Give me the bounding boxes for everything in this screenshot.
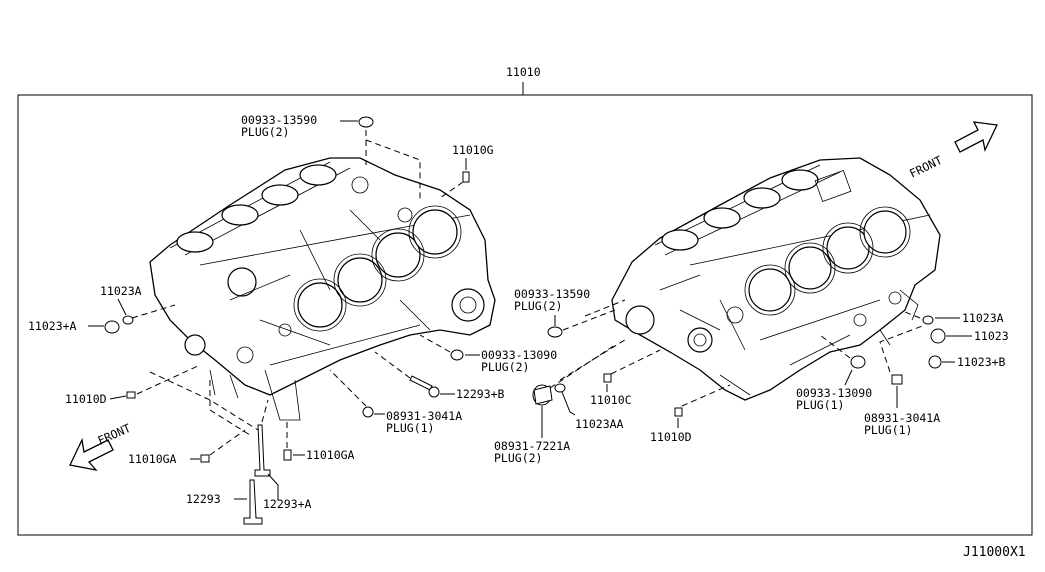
bolt-12293-part [243, 479, 263, 525]
label-plug-08931-right-qty: PLUG(1) [864, 423, 912, 437]
washer-11023a-right-part [922, 315, 934, 325]
label-11010ga-mid: 11010GA [306, 448, 355, 462]
label-11010d-left: 11010D [65, 392, 107, 406]
label-11023aa: 11023AA [575, 417, 624, 431]
label-plug-13090-left-qty: PLUG(2) [481, 360, 529, 374]
dowel-11010ga-mid-part [283, 449, 292, 461]
front-arrow-right-icon [954, 121, 998, 153]
label-plug-08931-left: 08931-3041A [386, 409, 462, 423]
label-11023b-right: 11023+B [957, 355, 1006, 369]
label-11010ga-left: 11010GA [128, 452, 177, 466]
plug-11023b-right-part [928, 355, 942, 369]
label-12293b: 12293+B [456, 387, 505, 401]
label-11023-right: 11023 [974, 329, 1009, 343]
label-front-right: FRONT [907, 153, 944, 181]
label-plug-7221-qty: PLUG(2) [494, 451, 542, 465]
plug-08931-left-part [362, 406, 374, 418]
label-12293: 12293 [186, 492, 221, 506]
label-main-part: 11010 [506, 65, 541, 79]
diagram-frame [17, 94, 1033, 536]
plug-11023plusa-left-part [104, 320, 120, 334]
label-plug-mid-number: 00933-13590 [514, 287, 590, 301]
plug-08931-right-part [891, 374, 903, 385]
label-plug-top-qty: PLUG(2) [241, 125, 289, 139]
bolt-12293b-part [409, 375, 433, 391]
label-plug-08931-right: 08931-3041A [864, 411, 940, 425]
left-parts: 00933-13590 PLUG(2) 11010G 11023A 11023+… [28, 113, 557, 525]
plug-top-part [358, 116, 374, 128]
right-cylinder-block [611, 157, 941, 401]
label-plug-7221: 08931-7221A [494, 439, 570, 453]
label-11023a-right: 11023A [962, 311, 1004, 325]
washer-11023aa-part [554, 383, 566, 393]
front-arrow-left-icon [69, 437, 114, 471]
dowel-11010d-left-part [126, 391, 136, 399]
bolt-12293a-part [254, 424, 271, 477]
plug-13090-right-part [850, 355, 866, 369]
left-cylinder-block [149, 157, 496, 421]
label-plug-13090-right: 00933-13090 [796, 386, 872, 400]
label-11023a-left: 11023A [100, 284, 142, 298]
washer-11023a-left-part [122, 315, 134, 325]
label-11023plusa-left: 11023+A [28, 319, 77, 333]
label-12293a: 12293+A [263, 497, 312, 511]
label-plug-mid-qty: PLUG(2) [514, 299, 562, 313]
dowel-11010ga-left-part [200, 454, 210, 463]
dowel-11010d-right-part [674, 407, 683, 417]
label-11010d-right: 11010D [650, 430, 692, 444]
plug-mid-part [547, 326, 563, 338]
label-plug-08931-left-qty: PLUG(1) [386, 421, 434, 435]
label-plug-top-number: 00933-13590 [241, 113, 317, 127]
label-11010c: 11010C [590, 393, 632, 407]
dowel-11010g-part [462, 171, 470, 183]
label-front-left: FRONT [96, 421, 133, 448]
plug-11023-right-part [930, 328, 946, 344]
label-plug-13090-left: 00933-13090 [481, 348, 557, 362]
label-plug-13090-right-qty: PLUG(1) [796, 398, 844, 412]
dowel-11010c-part [603, 373, 612, 383]
plug-13090-left-part [450, 349, 464, 361]
diagram-code: J11000X1 [963, 545, 1026, 560]
label-11010g: 11010G [452, 143, 494, 157]
